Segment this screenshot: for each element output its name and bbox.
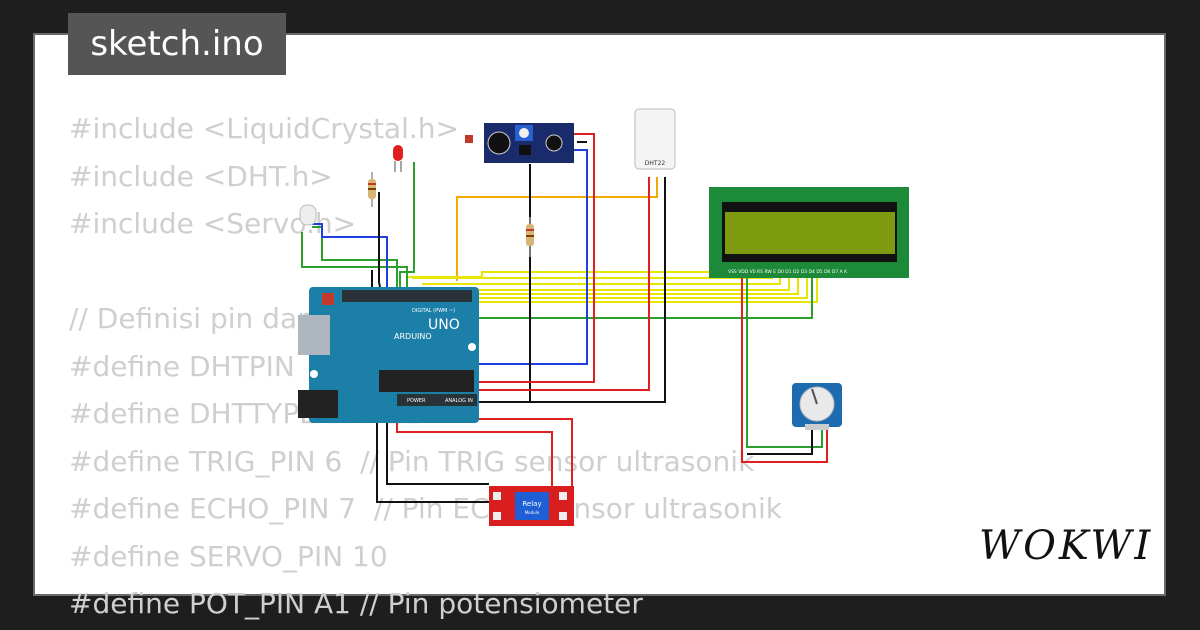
dht-label: DHT22 (645, 160, 666, 167)
power-label: POWER (407, 398, 426, 404)
resistor (368, 172, 376, 207)
ultrasonic-sensor (465, 123, 574, 163)
led (393, 145, 403, 172)
rgb-led (299, 204, 317, 226)
wokwi-logo: WOKWI (979, 523, 1154, 569)
code-line: #include <Servo.h> (69, 207, 357, 240)
relay-module: Relay Module (489, 486, 574, 526)
preview-card: #include <LiquidCrystal.h> #include <DHT.… (33, 33, 1166, 620)
arduino-model: UNO (428, 317, 460, 333)
code-line: #include <DHT.h> (69, 159, 333, 193)
code-line: #define TRIG_PIN 6 // Pin TRIG sensor ul… (69, 444, 755, 478)
code-line: #define DHTPIN (69, 349, 295, 383)
resistor (526, 217, 534, 257)
code-line: #include <LiquidCrystal.h> (69, 112, 459, 145)
arduino-uno: ARDUINO UNO DIGITAL (PWM ~) POWER ANALOG… (298, 287, 479, 423)
arduino-brand: ARDUINO (394, 332, 432, 341)
relay-sub-label: Module (525, 510, 540, 515)
circuit-diagram: DHT22 VSS VDD V0 RS RW E D0 D1 D2 D3 D4 … (298, 108, 909, 526)
code-line: #define SERVO_PIN 10 (69, 539, 388, 573)
dht22-sensor: DHT22 (634, 108, 676, 170)
potentiometer (792, 383, 842, 430)
lcd-pin-labels: VSS VDD V0 RS RW E D0 D1 D2 D3 D4 D5 D6 … (728, 269, 848, 275)
relay-label: Relay (522, 500, 541, 508)
lcd-display: VSS VDD V0 RS RW E D0 D1 D2 D3 D4 D5 D6 … (709, 187, 909, 278)
code-line: #define POT_PIN A1 // Pin potensiometer (69, 587, 643, 620)
analog-label: ANALOG IN (445, 398, 473, 404)
sketch-filename-tag: sketch.ino (68, 13, 286, 75)
digital-label: DIGITAL (PWM ~) (412, 308, 455, 314)
